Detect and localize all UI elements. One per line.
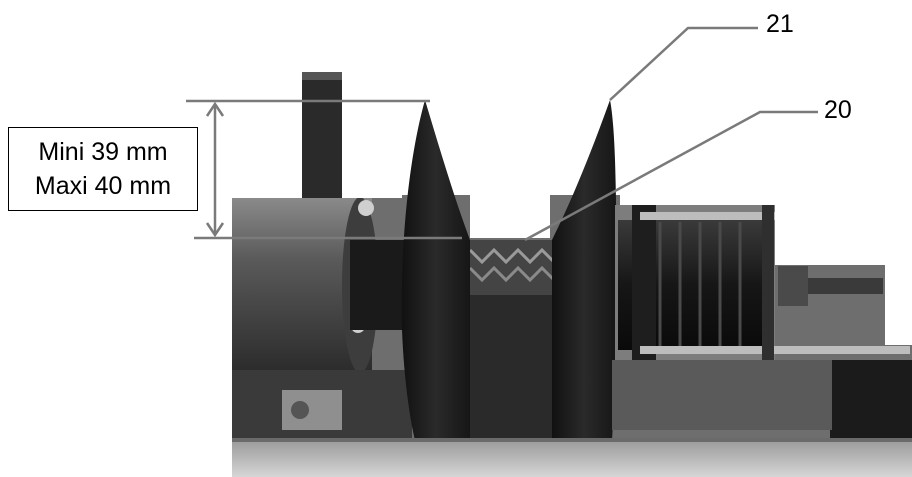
drive-belt bbox=[465, 240, 556, 295]
callout-20-leader bbox=[524, 110, 818, 242]
vertical-rod bbox=[302, 72, 342, 212]
callout-21-leader bbox=[609, 26, 758, 101]
max-dimension-text: Maxi 40 mm bbox=[34, 172, 172, 200]
photo-body bbox=[232, 72, 912, 477]
left-sheave bbox=[401, 100, 470, 440]
dimension-label-box: Mini 39 mm Maxi 40 mm bbox=[8, 127, 198, 211]
min-dimension-text: Mini 39 mm bbox=[38, 138, 168, 166]
base-plate bbox=[232, 440, 912, 477]
pressure-spring bbox=[615, 205, 775, 365]
dimension-indicator bbox=[186, 99, 462, 240]
callout-21-number: 21 bbox=[766, 10, 794, 38]
right-sheave bbox=[552, 100, 617, 440]
callout-20-number: 20 bbox=[824, 96, 852, 124]
